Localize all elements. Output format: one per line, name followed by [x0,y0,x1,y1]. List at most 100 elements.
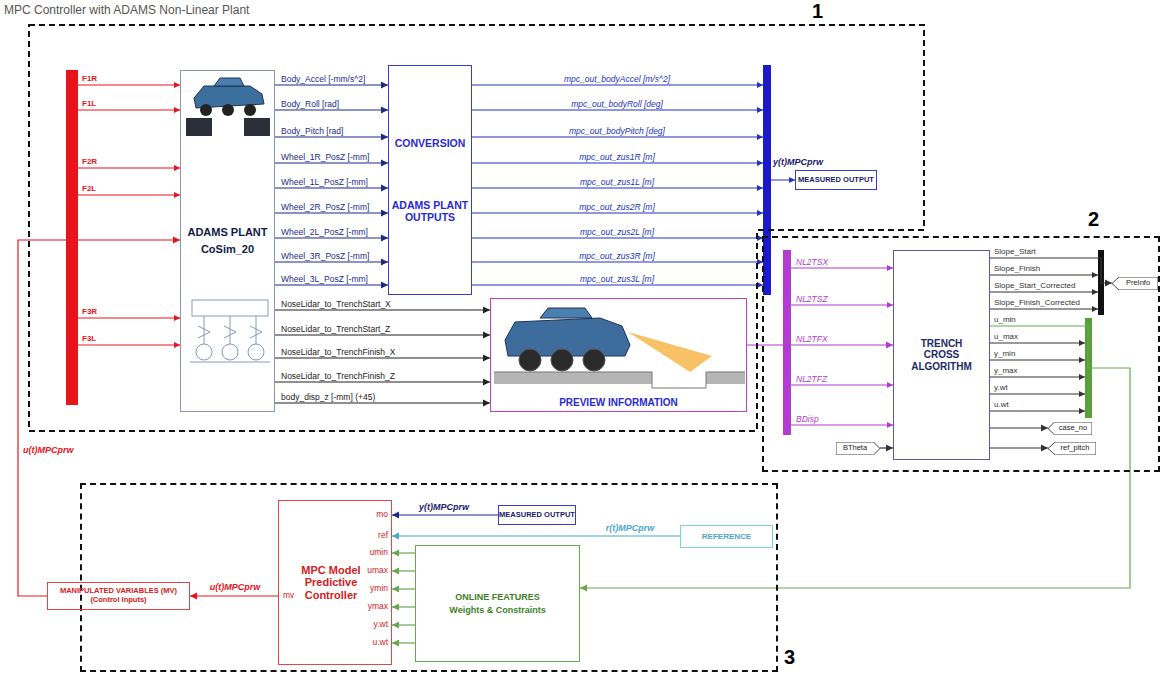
signal-connector [880,447,893,448]
preview-wire [791,268,893,269]
signal-name: mpc_out_zus3R [m] [579,252,655,261]
signal-connector [392,535,680,536]
edge-label: NoseLidar_to_TrenchStart_X [280,300,392,309]
signal-name: mpc_out_bodyAccel [m/s^2] [564,75,670,84]
port-name: Slope_Start [994,248,1036,257]
signal-connector [275,162,388,163]
from-tag: BTheta [836,442,880,455]
output-block: MEASURED OUTPUT [498,505,576,525]
signal-connector [275,357,490,358]
signal-connector [392,624,415,625]
ground-block [186,118,270,136]
block-label: ONLINE FEATURES [455,592,539,602]
output-wire [472,213,763,214]
signal-name: mpc_out_zus3L [m] [580,275,654,284]
wheel [222,104,234,116]
features-block: ONLINE FEATURESWeights & Constraints [415,545,580,662]
signal-wire [990,292,1098,293]
vehicle-turret [214,78,244,86]
tag-outline [836,442,880,455]
port-name: ref [378,531,388,540]
schematic-spring [198,326,262,338]
force-wire [78,168,180,169]
preview-block: PREVIEW INFORMATION [490,298,747,412]
force-wire [78,318,180,319]
signal-connector [275,212,388,213]
edge-label: u(t)MPCprw [22,446,75,456]
plant-block: ADAMS PLANTCoSim_20 [180,70,275,412]
tag-outline [1048,422,1092,435]
port-name: u.wt [372,638,388,647]
signal-name: mpc_out_bodyRoll [deg] [571,100,663,109]
ground [706,372,745,384]
preview-wires [791,268,893,425]
signal-connector [580,326,1130,588]
edge-label: r(t)MPCprw [605,524,656,534]
preview-illustration [494,308,745,388]
signal-name: NL2TSX [796,258,828,267]
edge-label: u(t)MPCprw [209,583,262,593]
edge-label: Wheel_1L_PosZ [-mm] [280,178,369,187]
signal-name: NL2TSZ [796,295,828,304]
port-name: y_max [994,367,1018,376]
mux-bar [763,65,771,295]
signal-name: BDisp [796,415,819,424]
block-label: (Control Inputs) [90,596,146,605]
algorithm-wires [990,275,1098,411]
signal-connector [275,334,490,335]
edge-label: body_disp_z [-mm] (+45) [280,393,376,402]
signal-connector [275,109,388,110]
schematic-ground [190,362,270,363]
tag-outline [1112,277,1158,290]
edge-label: Wheel_3L_PosZ [-mm] [280,275,369,284]
lidar-beam [628,332,712,372]
signal-name: F1L [82,100,96,109]
tag-outline [1048,442,1096,455]
block-label: CONVERSION [395,137,466,149]
signal-wire [990,411,1085,412]
tag-outline [1048,422,1092,435]
edge-label: Body_Accel [-mm/s^2] [280,75,366,84]
signal-connector [275,284,388,285]
block-label: MANIPULATED VARIABLES (MV) [60,587,177,596]
goto-tag: PreInfo [1112,277,1158,290]
port-name: ymax [368,602,388,611]
force-wire [78,345,180,346]
edge-label: Wheel_3R_PosZ [-mm] [280,252,370,261]
output-wires [472,85,795,285]
schematic-body [192,300,268,316]
signal-name: y(t)MPCprw [773,158,823,168]
force-wire [78,195,180,196]
preview-wire [791,425,893,426]
signal-wire [990,360,1085,361]
block-label: TRENCH CROSS ALGORITHM [906,338,978,373]
output-wire [472,110,763,111]
wheel [244,104,256,116]
signal-wire [990,394,1085,395]
block-label: MEASURED OUTPUT [798,176,874,185]
wheel [200,104,212,116]
edge-label: NoseLidar_to_TrenchStart_Z [280,325,391,334]
dashed-region: 2TRENCH CROSS ALGORITHMBThetaPreInfocase… [762,236,1160,472]
suspension-schematic [190,300,270,362]
force-wire [78,85,180,86]
block-label: PREVIEW INFORMATION [559,397,678,409]
algorithm-block: TRENCH CROSS ALGORITHM [893,250,990,460]
port-name: ymin [370,584,388,593]
schematic-wheel [248,344,264,360]
signal-connector [275,381,490,382]
force-wire [78,110,180,111]
signal-connector [275,402,490,403]
signal-name: F3R [82,308,97,317]
port-name: y.wt [374,620,388,629]
signal-connector [275,309,490,310]
port-name: u.wt [994,401,1009,410]
port-name: u_max [994,333,1018,342]
edge-label: Wheel_2L_PosZ [-mm] [280,228,369,237]
signal-connector [392,588,415,589]
port-name: umax [367,566,388,575]
signal-connector [275,237,388,238]
signal-name: NL2TFZ [796,375,827,384]
signal-name: mpc_out_zus1L [m] [580,178,654,187]
